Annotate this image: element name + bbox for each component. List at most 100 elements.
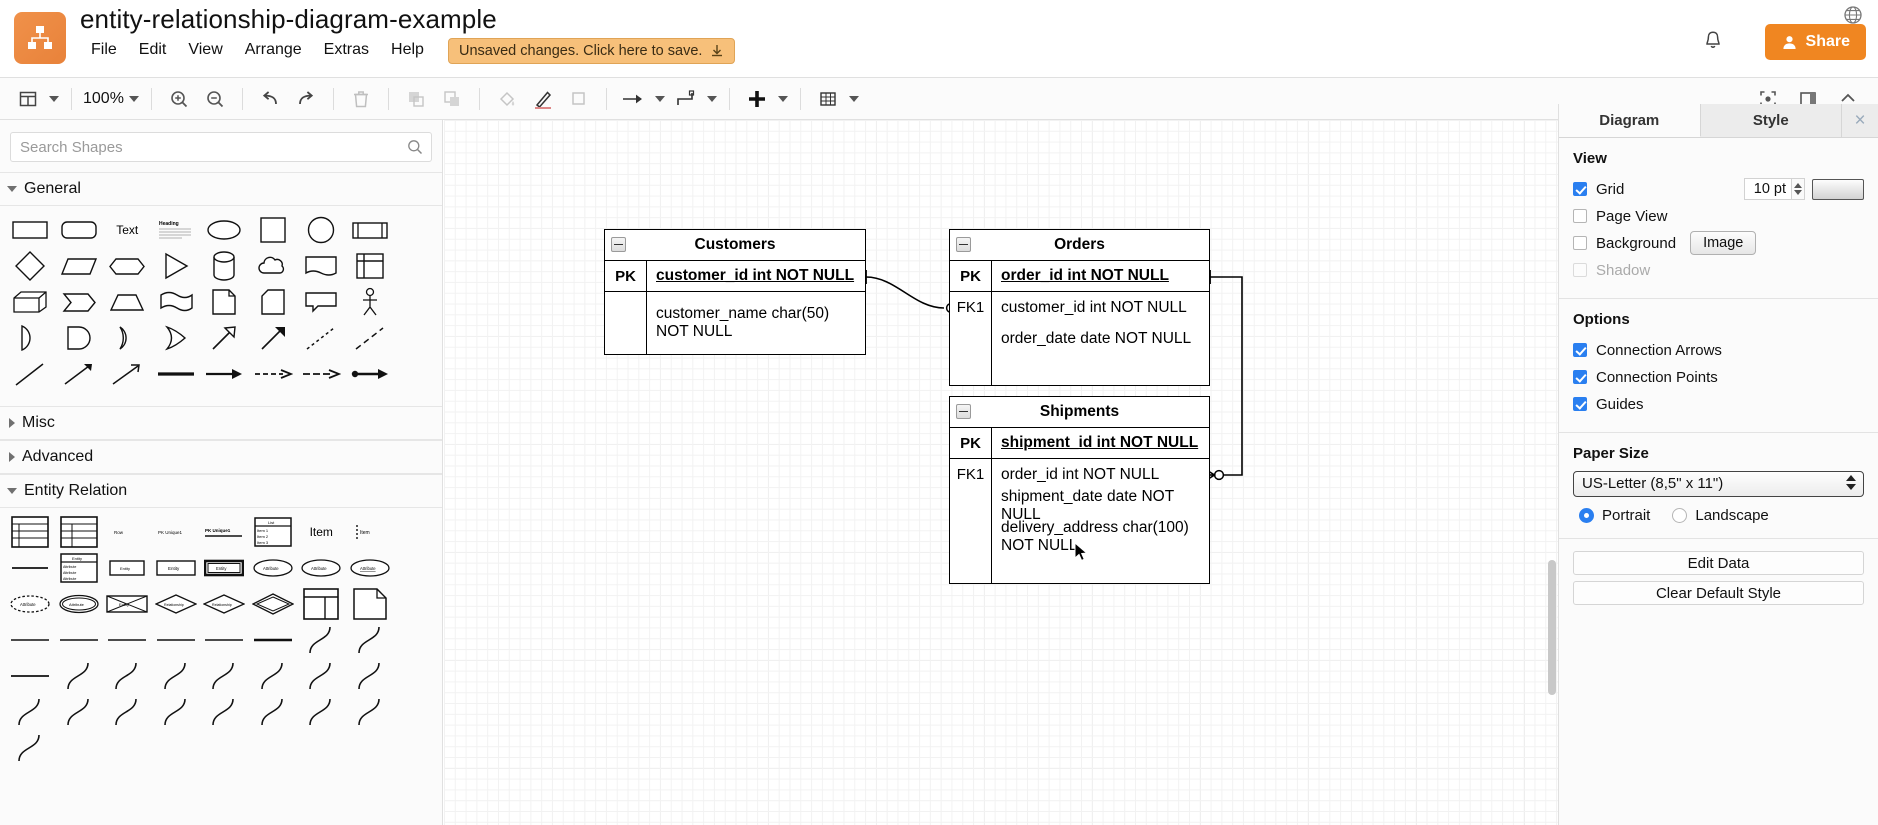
shape-rounded-rectangle[interactable] [55, 212, 104, 248]
shape-process[interactable] [346, 212, 395, 248]
entity-shipments[interactable]: Shipments PK shipment_id int NOT NULL FK… [949, 396, 1210, 584]
shape-arrow-diagonal-2[interactable] [249, 320, 298, 356]
to-back-icon[interactable] [434, 84, 470, 114]
shape-er-curve-12[interactable] [103, 694, 152, 730]
shape-er-curve-3[interactable] [55, 658, 104, 694]
shape-parallelogram[interactable] [55, 248, 104, 284]
shape-rectangle[interactable] [6, 212, 55, 248]
shape-er-note[interactable] [346, 586, 395, 622]
shape-cube[interactable] [6, 284, 55, 320]
shape-textbox[interactable]: Heading [152, 212, 201, 248]
zoom-dropdown[interactable] [126, 84, 142, 114]
shape-arrow-right[interactable] [200, 356, 249, 392]
zoom-out-icon[interactable] [197, 84, 233, 114]
shape-circle[interactable] [297, 212, 346, 248]
shape-er-table-small[interactable]: Entity [103, 550, 152, 586]
shape-er-row-pk[interactable]: PK Unique1 [152, 514, 201, 550]
shadow-checkbox[interactable] [1573, 263, 1587, 277]
shape-arrow-line[interactable] [55, 356, 104, 392]
shape-hexagon[interactable] [103, 248, 152, 284]
entity-orders-value-1[interactable]: customer_id int NOT NULL [992, 292, 1209, 323]
background-image-button[interactable]: Image [1690, 231, 1756, 255]
collapse-icon[interactable] [611, 237, 626, 252]
shape-square[interactable] [249, 212, 298, 248]
shape-er-curve-9[interactable] [346, 658, 395, 694]
shape-callout[interactable] [297, 284, 346, 320]
shape-er-line-plain[interactable] [6, 622, 55, 658]
shape-er-curve-2[interactable] [346, 622, 395, 658]
section-advanced[interactable]: Advanced [0, 440, 442, 474]
entity-customers-row-pk[interactable]: PK customer_id int NOT NULL [605, 261, 865, 292]
menu-arrange[interactable]: Arrange [234, 38, 313, 62]
entity-orders-row-pk[interactable]: PK order_id int NOT NULL [950, 261, 1209, 292]
entity-orders-value-2[interactable]: order_date date NOT NULL [992, 323, 1209, 354]
shape-cylinder[interactable] [200, 248, 249, 284]
grid-size-stepper[interactable] [1792, 178, 1805, 200]
shape-er-relationship-weak[interactable] [249, 586, 298, 622]
shape-er-entity-weak[interactable]: Entity [200, 550, 249, 586]
to-front-icon[interactable] [398, 84, 434, 114]
shape-er-curve-11[interactable] [55, 694, 104, 730]
shape-er-table-keys[interactable] [55, 514, 104, 550]
shape-er-divider-line[interactable] [6, 550, 55, 586]
shape-cloud[interactable] [249, 248, 298, 284]
shape-er-attribute-key[interactable]: Attribute [346, 550, 395, 586]
table-icon[interactable] [810, 84, 846, 114]
search-input[interactable] [11, 133, 431, 161]
shape-er-table[interactable] [6, 514, 55, 550]
shape-dashed-line[interactable] [346, 320, 395, 356]
section-misc[interactable]: Misc [0, 406, 442, 440]
shape-er-curve-7[interactable] [249, 658, 298, 694]
entity-shipments-value-1[interactable]: order_id int NOT NULL [992, 459, 1209, 490]
shape-note[interactable] [200, 284, 249, 320]
drawio-logo-icon[interactable] [14, 12, 66, 64]
zoom-in-icon[interactable] [161, 84, 197, 114]
entity-orders[interactable]: Orders PK order_id int NOT NULL FK1 cust… [949, 229, 1210, 386]
section-entity-relation[interactable]: Entity Relation [0, 474, 442, 508]
shape-trapezoid[interactable] [103, 284, 152, 320]
edit-data-button[interactable]: Edit Data [1573, 551, 1864, 575]
line-color-icon[interactable] [525, 84, 561, 114]
shape-er-line-one[interactable] [55, 622, 104, 658]
shape-er-line-plain-2[interactable] [6, 658, 55, 694]
close-icon[interactable]: × [1842, 104, 1878, 137]
shape-er-line-many[interactable] [103, 622, 152, 658]
zoom-level-label[interactable]: 100% [81, 90, 126, 108]
entity-shipments-value-2[interactable]: shipment_date date NOT NULL [992, 490, 1209, 521]
notification-bell-icon[interactable] [1698, 25, 1728, 55]
shape-ellipse[interactable] [200, 212, 249, 248]
waypoints-icon[interactable] [668, 84, 704, 114]
shape-dashed-arrow-2[interactable] [297, 356, 346, 392]
entity-shipments-value-4[interactable] [992, 552, 1209, 583]
shape-dotted-line[interactable] [297, 320, 346, 356]
section-general[interactable]: General [0, 172, 442, 206]
entity-customers[interactable]: Customers PK customer_id int NOT NULL cu… [604, 229, 866, 355]
paper-size-select[interactable]: US-Letter (8,5" x 11") [1573, 471, 1864, 497]
shape-or[interactable] [6, 320, 55, 356]
shape-link[interactable] [346, 356, 395, 392]
canvas-vertical-scrollbar[interactable] [1548, 560, 1556, 695]
shape-actor[interactable] [346, 284, 395, 320]
landscape-radio[interactable] [1672, 508, 1687, 523]
shape-er-curve-6[interactable] [200, 658, 249, 694]
shape-er-attribute-2[interactable]: Attribute [297, 550, 346, 586]
shape-er-row-divider[interactable]: PK Unique1 [200, 514, 249, 550]
shape-er-relationship[interactable]: Relationship [152, 586, 201, 622]
shape-er-curve-4[interactable] [103, 658, 152, 694]
shape-er-attribute-derived[interactable]: Attribute [6, 586, 55, 622]
shape-step[interactable] [55, 284, 104, 320]
menu-view[interactable]: View [177, 38, 233, 62]
menu-extras[interactable]: Extras [313, 38, 380, 62]
shape-er-curve-17[interactable] [346, 694, 395, 730]
shape-tape[interactable] [152, 284, 201, 320]
table-dropdown[interactable] [846, 84, 862, 114]
grid-size-input[interactable]: 10 pt [1744, 178, 1792, 200]
shape-thick-line[interactable] [152, 356, 201, 392]
delete-icon[interactable] [343, 84, 379, 114]
menu-edit[interactable]: Edit [128, 38, 178, 62]
guides-checkbox[interactable] [1573, 397, 1587, 411]
entity-shipments-row-pk[interactable]: PK shipment_id int NOT NULL [950, 428, 1209, 459]
shape-er-line-zero-many[interactable] [200, 622, 249, 658]
shape-line[interactable] [6, 356, 55, 392]
shape-document[interactable] [297, 248, 346, 284]
